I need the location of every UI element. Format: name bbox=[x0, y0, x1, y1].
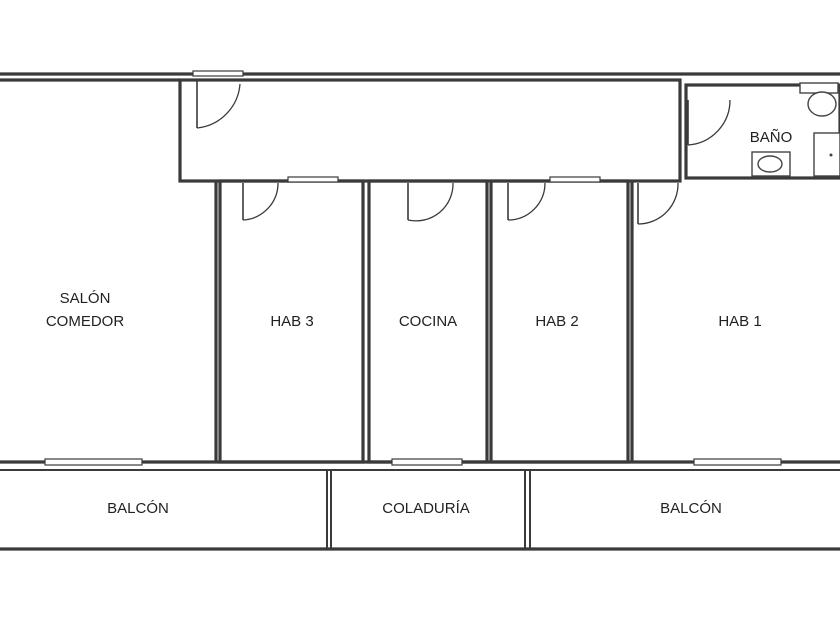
label-salon-line1: SALÓN bbox=[60, 290, 111, 307]
label-salon-line2: COMEDOR bbox=[46, 313, 125, 330]
label-hab3: HAB 3 bbox=[270, 313, 313, 330]
label-hab2: HAB 2 bbox=[535, 313, 578, 330]
label-balcon-right: BALCÓN bbox=[660, 500, 722, 517]
sink-icon bbox=[751, 151, 791, 177]
label-coladuria: COLADURÍA bbox=[382, 500, 470, 517]
label-cocina: COCINA bbox=[399, 313, 457, 330]
shower-icon bbox=[813, 132, 840, 177]
label-hab1: HAB 1 bbox=[718, 313, 761, 330]
toilet-icon bbox=[799, 82, 839, 117]
corridor bbox=[178, 78, 682, 183]
outer-walls bbox=[0, 72, 840, 551]
label-balcon-left: BALCÓN bbox=[107, 500, 169, 517]
door-swing-icon bbox=[196, 80, 731, 225]
label-bano: BAÑO bbox=[750, 129, 793, 146]
window-icon bbox=[44, 70, 782, 466]
